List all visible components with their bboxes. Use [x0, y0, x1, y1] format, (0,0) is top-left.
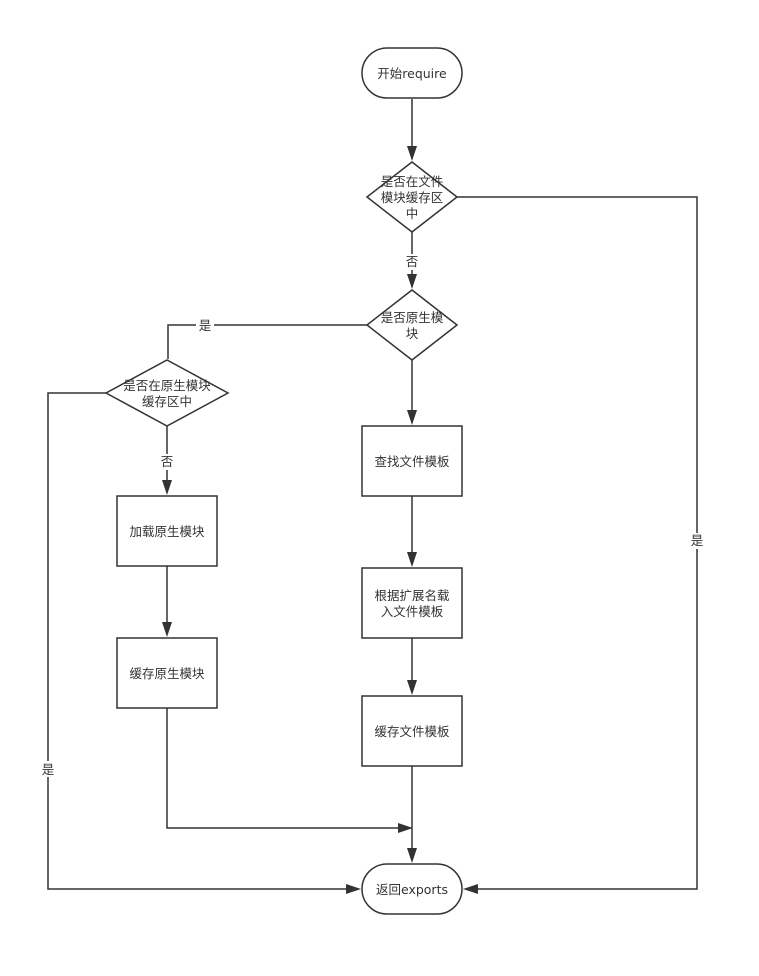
label-native-cache-no: 否	[161, 454, 174, 469]
node-find-file-template: 查找文件模板	[361, 425, 463, 497]
node-load-by-ext: 根据扩展名载 入文件模板	[361, 567, 463, 639]
arrow-head	[407, 274, 417, 289]
edge-labels: 否 是 是 否 是	[39, 254, 706, 777]
node-in-native-cache-line2: 缓存区中	[142, 394, 192, 409]
node-find-file-template-label: 查找文件模板	[374, 454, 450, 469]
node-cache-native: 缓存原生模块	[116, 637, 218, 709]
node-return-exports: 返回exports	[361, 863, 463, 915]
edge-file-cache-to-return	[457, 196, 698, 890]
arrow-head	[162, 622, 172, 637]
arrow-head	[407, 146, 417, 161]
label-native-yes: 是	[199, 318, 212, 333]
node-start-label: 开始require	[377, 66, 447, 81]
node-is-native-line2: 块	[406, 326, 419, 341]
node-in-file-cache-line2: 模块缓存区	[381, 190, 444, 205]
node-start: 开始require	[361, 47, 463, 99]
edge-native-cache-to-return	[47, 392, 347, 890]
arrow-head	[398, 823, 413, 833]
node-load-by-ext-line2: 入文件模板	[381, 604, 444, 619]
node-is-native-line1: 是否原生模	[381, 310, 444, 325]
node-in-native-cache: 是否在原生模块 缓存区中	[104, 359, 230, 427]
node-load-by-ext-line1: 根据扩展名载	[374, 588, 450, 603]
arrow-head	[162, 480, 172, 495]
node-in-native-cache-line1: 是否在原生模块	[123, 378, 211, 393]
node-cache-native-label: 缓存原生模块	[129, 666, 205, 681]
node-load-native: 加载原生模块	[116, 495, 218, 567]
node-return-exports-label: 返回exports	[376, 882, 448, 897]
node-in-file-cache: 是否在文件 模块缓存区 中	[365, 161, 459, 233]
label-native-cache-yes: 是	[42, 762, 55, 777]
arrow-head	[463, 884, 478, 894]
arrow-head	[346, 884, 361, 894]
edge-cache-native-to-merge	[166, 708, 399, 829]
node-in-file-cache-line3: 中	[406, 206, 419, 221]
label-file-cache-yes: 是	[691, 533, 704, 548]
arrow-head	[407, 552, 417, 567]
arrow-head	[407, 410, 417, 425]
node-load-native-label: 加载原生模块	[129, 524, 205, 539]
node-cache-file-template: 缓存文件模板	[361, 695, 463, 767]
node-is-native: 是否原生模 块	[365, 289, 459, 361]
label-file-cache-no: 否	[406, 254, 419, 269]
node-cache-file-template-label: 缓存文件模板	[374, 724, 450, 739]
arrow-head	[407, 848, 417, 863]
node-in-file-cache-line1: 是否在文件	[381, 174, 444, 189]
arrow-head	[407, 680, 417, 695]
edge-native-to-native-cache	[167, 324, 367, 359]
